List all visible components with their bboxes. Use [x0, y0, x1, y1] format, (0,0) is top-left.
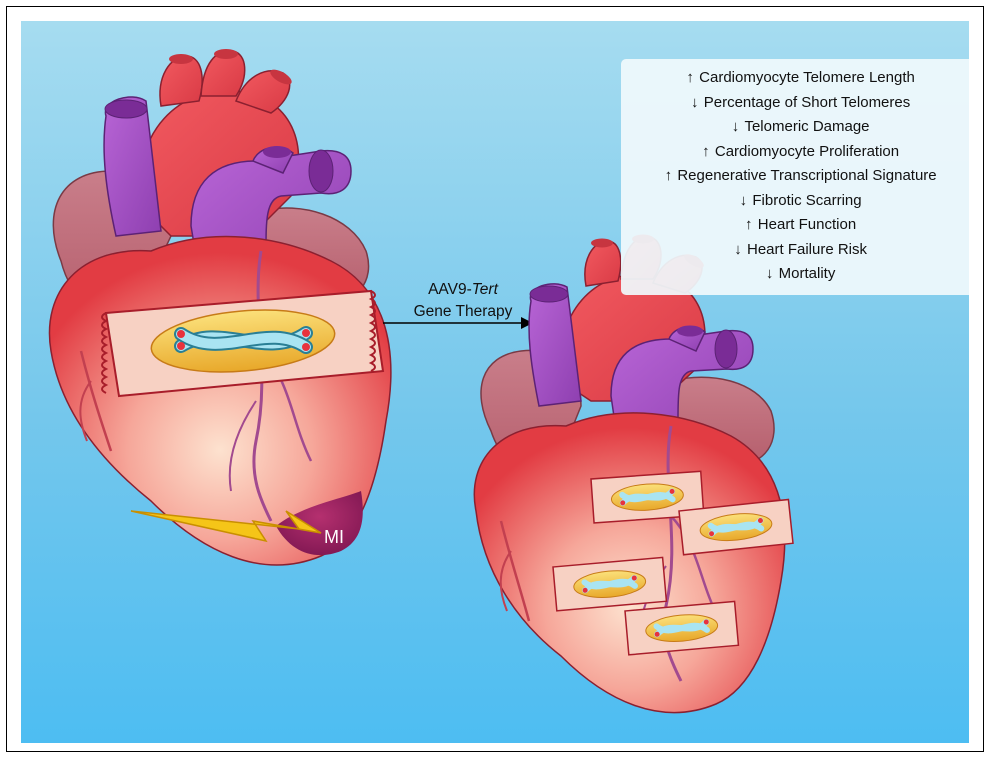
arrow-down-icon: ↓	[730, 115, 740, 140]
effect-item: ↑Heart Function	[621, 213, 969, 238]
therapy-prefix: AAV9-	[428, 281, 472, 298]
effect-text: Fibrotic Scarring	[752, 192, 861, 209]
effect-text: Cardiomyocyte Telomere Length	[699, 69, 915, 86]
effect-text: Telomeric Damage	[744, 118, 869, 135]
effect-item: ↓Telomeric Damage	[621, 115, 969, 140]
effect-item: ↓Percentage of Short Telomeres	[621, 91, 969, 116]
effect-item: ↑Cardiomyocyte Telomere Length	[621, 66, 969, 91]
mi-label: MI	[324, 527, 344, 548]
effects-list: ↑Cardiomyocyte Telomere Length↓Percentag…	[621, 59, 969, 287]
effect-item: ↑Regenerative Transcriptional Signature	[621, 164, 969, 189]
arrow-down-icon: ↓	[765, 262, 775, 287]
arrow-down-icon: ↓	[738, 189, 748, 214]
arrow-up-icon: ↑	[701, 140, 711, 165]
effect-text: Mortality	[779, 265, 836, 282]
therapy-label: AAV9-Tert Gene Therapy	[393, 279, 533, 323]
effect-text: Percentage of Short Telomeres	[704, 94, 911, 111]
effect-item: ↓Mortality	[621, 262, 969, 287]
cardiomyocyte-small-3	[553, 557, 666, 610]
effect-item: ↓Heart Failure Risk	[621, 238, 969, 263]
arrow-down-icon: ↓	[733, 238, 743, 263]
arrow-down-icon: ↓	[690, 91, 700, 116]
effect-text: Heart Failure Risk	[747, 241, 867, 258]
effects-box: ↑Cardiomyocyte Telomere Length↓Percentag…	[621, 59, 969, 295]
effect-text: Cardiomyocyte Proliferation	[715, 143, 899, 160]
effect-item: ↓Fibrotic Scarring	[621, 189, 969, 214]
therapy-line-2: Gene Therapy	[393, 301, 533, 323]
therapy-gene: Tert	[472, 281, 498, 298]
effect-text: Regenerative Transcriptional Signature	[677, 167, 936, 184]
effect-item: ↑Cardiomyocyte Proliferation	[621, 140, 969, 165]
arrow-up-icon: ↑	[744, 213, 754, 238]
arrow-up-icon: ↑	[685, 66, 695, 91]
cardiomyocyte-small-4	[625, 601, 738, 654]
effect-text: Heart Function	[758, 216, 856, 233]
therapy-line-1: AAV9-Tert	[393, 279, 533, 301]
arrow-up-icon: ↑	[663, 164, 673, 189]
graphical-abstract-panel: ↑Cardiomyocyte Telomere Length↓Percentag…	[21, 21, 969, 743]
injured-heart	[49, 49, 390, 565]
